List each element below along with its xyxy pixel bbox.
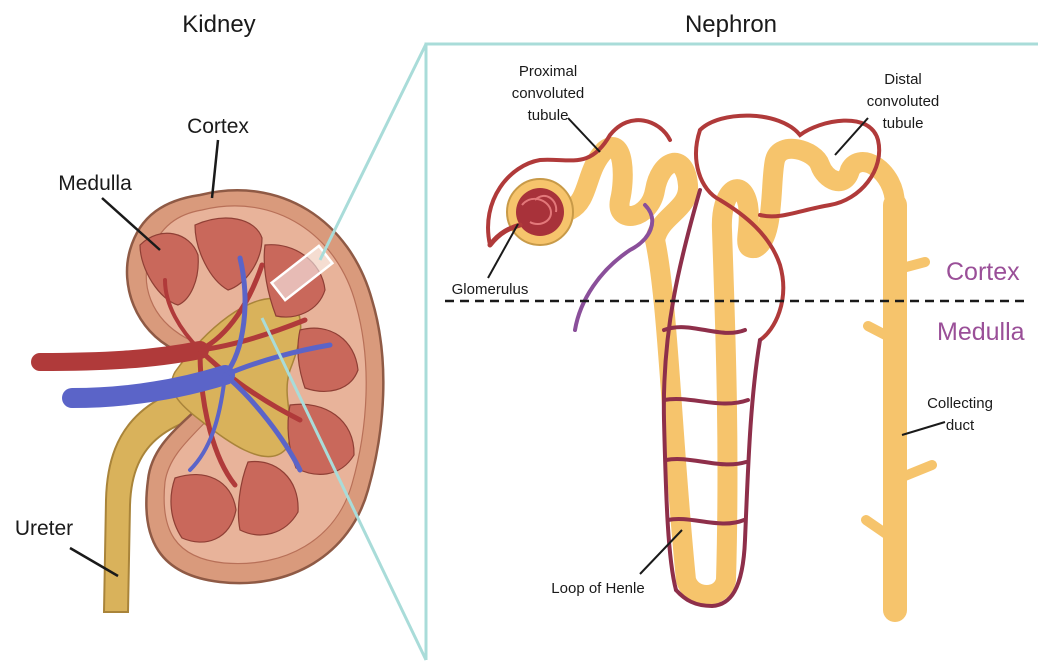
label-distal-line2: convoluted [867, 93, 940, 110]
nephron-tubule [570, 147, 895, 595]
label-collecting-line1: Collecting [927, 395, 993, 412]
label-proximal-line3: tubule [528, 107, 569, 124]
leader-cortex [212, 140, 218, 198]
leader-proximal [568, 118, 600, 152]
label-distal: Distal convoluted tubule [867, 71, 940, 132]
label-loop-of-henle: Loop of Henle [551, 580, 644, 597]
label-distal-line1: Distal [884, 71, 922, 88]
collecting-duct [866, 205, 932, 610]
zone-label-medulla: Medulla [937, 318, 1025, 346]
label-cortex: Cortex [187, 115, 249, 138]
kidney-title: Kidney [182, 11, 255, 38]
label-proximal: Proximal convoluted tubule [512, 63, 585, 124]
label-collecting-line2: duct [946, 417, 975, 434]
nephron-title: Nephron [685, 11, 777, 38]
distal-convoluted-tubule [755, 149, 895, 248]
zoom-guide-top [320, 44, 426, 260]
label-collecting-duct: Collecting duct [927, 395, 993, 434]
label-glomerulus: Glomerulus [452, 281, 529, 298]
glomerulus [490, 179, 573, 245]
label-proximal-line1: Proximal [519, 63, 577, 80]
label-ureter: Ureter [15, 517, 73, 540]
leader-distal [835, 118, 868, 155]
label-medulla: Medulla [58, 172, 132, 195]
zone-label-cortex: Cortex [946, 258, 1020, 286]
leader-collecting [902, 422, 945, 435]
proximal-convoluted-tubule [570, 147, 688, 240]
artery-trunk [40, 350, 200, 362]
label-proximal-line2: convoluted [512, 85, 585, 102]
nephron-panel [426, 44, 1038, 660]
label-distal-line3: tubule [883, 115, 924, 132]
kidney-illustration [40, 190, 383, 612]
